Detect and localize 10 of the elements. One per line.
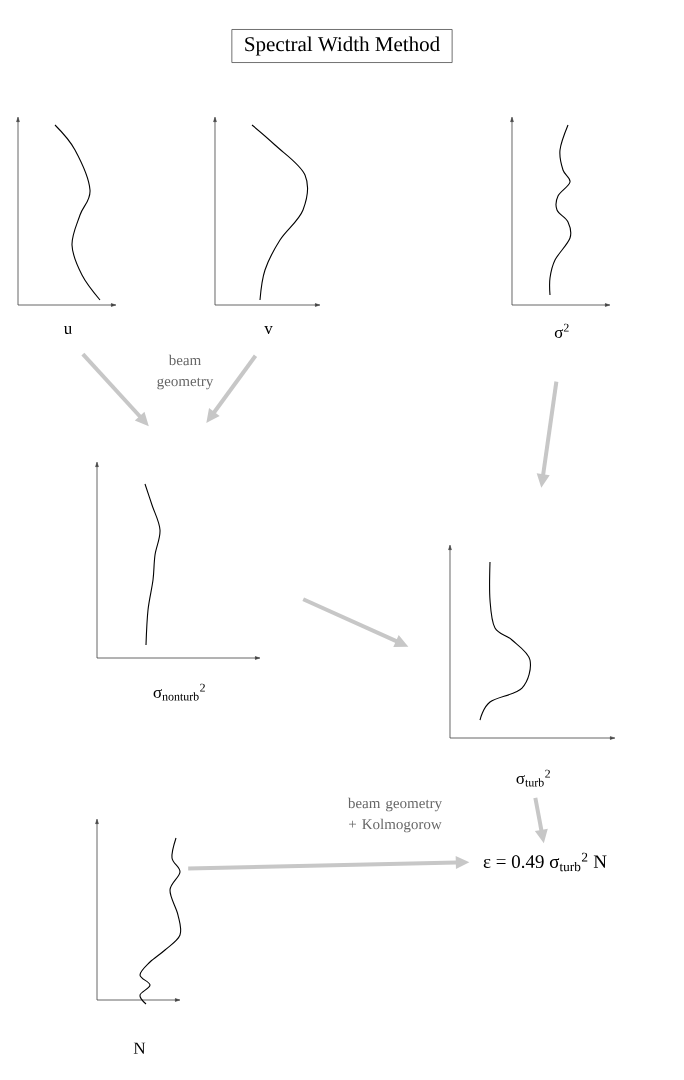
annotation: beam geometry <box>157 354 214 390</box>
axis-label: σ$_{turb}$2 <box>516 769 550 787</box>
axis-label: σ$_{nonturb}$2 <box>153 683 205 701</box>
title-box: Spectral Width Method <box>231 29 453 63</box>
axis-label: σ$^{2}$ <box>554 323 569 338</box>
edge-label: beam geometry + Kolmogorow <box>347 797 442 833</box>
equation: ε = 0.49 σ$_{turb}$$^{2}$ N <box>483 852 607 872</box>
axis-label: N <box>133 1042 146 1054</box>
axis-label: u <box>63 326 72 334</box>
axis-label: v <box>264 326 273 334</box>
